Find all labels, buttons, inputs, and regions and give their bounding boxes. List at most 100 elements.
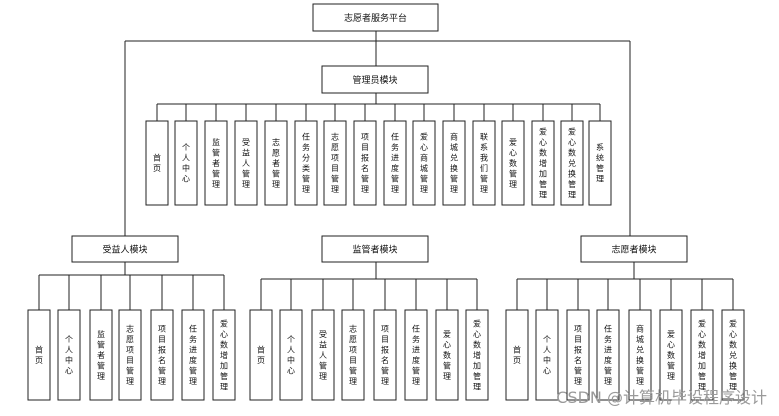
admin-item-char: 管: [361, 174, 369, 184]
beneficiary-item-char: 管: [158, 366, 166, 376]
admin-item-box: [174, 120, 198, 206]
beneficiary-item-char: 理: [158, 377, 166, 386]
admin-item-char: 理: [509, 180, 517, 189]
admin-item-char: 管: [509, 168, 517, 178]
admin-item-char: 理: [302, 185, 310, 194]
supervisor-item-char: 项: [349, 346, 357, 355]
admin-item-char: 人: [242, 159, 250, 168]
admin-item-char: 理: [596, 175, 604, 184]
supervisor-item-char: 理: [412, 377, 420, 386]
admin-item-char: 理: [331, 185, 339, 194]
beneficiary-item-char: 首: [35, 345, 43, 355]
admin-item-char: 爱: [568, 127, 576, 136]
admin-item-char: 务: [391, 142, 399, 152]
admin-item-char: 爱: [420, 133, 428, 142]
admin-item-box: [353, 120, 377, 206]
supervisor-item-char: 管: [412, 366, 420, 376]
beneficiary-item-char: 管: [97, 339, 105, 349]
volunteer-item-char: 心: [729, 330, 737, 339]
admin-item-char: 心: [420, 143, 428, 152]
admin-item-char: 爱: [509, 138, 517, 147]
beneficiary-item-char: 中: [65, 355, 73, 365]
root-node-box: [312, 3, 439, 32]
supervisor-item-char: 心: [473, 330, 481, 339]
beneficiary-item-char: 加: [220, 360, 228, 370]
volunteer-item-box: [690, 309, 714, 401]
admin-item-char: 商: [450, 132, 458, 142]
volunteer-item-char: 任: [604, 324, 612, 334]
beneficiary-item-box: [118, 309, 142, 401]
root-node: 志愿者服务平台: [312, 3, 439, 32]
admin-item-char: 管: [331, 174, 339, 184]
supervisor-item-char: 页: [257, 356, 265, 365]
volunteer-item-box: [659, 309, 683, 401]
supervisor-item-char: 管: [319, 360, 327, 370]
admin-item-box: [204, 120, 228, 206]
supervisor-item-char: 任: [412, 324, 420, 334]
admin-item-char: 管: [242, 168, 250, 178]
beneficiary-item-char: 管: [97, 360, 105, 370]
beneficiary-module-node-label: 受益人模块: [102, 244, 147, 256]
beneficiary-item-char: 度: [189, 355, 197, 365]
beneficiary-item-char: 人: [65, 346, 73, 355]
volunteer-item-char: 进: [604, 346, 612, 355]
admin-item-char: 爱: [539, 127, 547, 136]
admin-module-node: 管理员模块: [321, 65, 429, 94]
beneficiary-item-box: [212, 309, 236, 401]
beneficiary-item-char: 目: [126, 356, 134, 365]
admin-item-box: [323, 120, 347, 206]
volunteer-item-char: 兑: [729, 350, 737, 360]
beneficiary-item-char: 理: [126, 377, 134, 386]
volunteer-module-node: 志愿者模块: [580, 235, 688, 263]
admin-item-char: 数: [509, 158, 517, 168]
root-node-label: 志愿者服务平台: [344, 12, 407, 24]
volunteer-item-char: 管: [698, 371, 706, 381]
admin-item-char: 管: [391, 174, 399, 184]
volunteer-item-char: 商: [636, 324, 644, 334]
supervisor-item-char: 数: [443, 350, 451, 360]
volunteer-item-char: 数: [698, 339, 706, 349]
beneficiary-item-char: 数: [220, 339, 228, 349]
volunteer-item-char: 页: [513, 356, 521, 365]
beneficiary-item-char: 报: [158, 345, 166, 355]
supervisor-item-char: 个: [287, 335, 295, 344]
supervisor-item-char: 理: [319, 372, 327, 381]
beneficiary-item-char: 任: [189, 324, 197, 334]
admin-item-char: 项: [331, 154, 339, 163]
admin-item-char: 监: [212, 137, 220, 147]
beneficiary-item-box: [150, 309, 174, 401]
admin-item-char: 加: [539, 168, 547, 178]
supervisor-item-box: [341, 309, 365, 401]
volunteer-item-char: 换: [729, 360, 737, 370]
volunteer-item-char: 人: [543, 346, 551, 355]
volunteer-item-char: 理: [698, 382, 706, 391]
admin-item-char: 理: [242, 180, 250, 189]
admin-item-char: 务: [302, 142, 310, 152]
supervisor-item-char: 报: [381, 345, 389, 355]
beneficiary-item-char: 个: [65, 335, 73, 344]
volunteer-module-node-box: [580, 235, 688, 263]
admin-item-char: 管: [302, 174, 310, 184]
admin-item-char: 个: [182, 143, 190, 152]
admin-item-char: 管: [272, 168, 280, 178]
admin-item-char: 中: [182, 163, 190, 173]
admin-item-char: 项: [361, 133, 369, 142]
supervisor-item-box: [435, 309, 459, 401]
volunteer-item-char: 数: [667, 350, 675, 360]
